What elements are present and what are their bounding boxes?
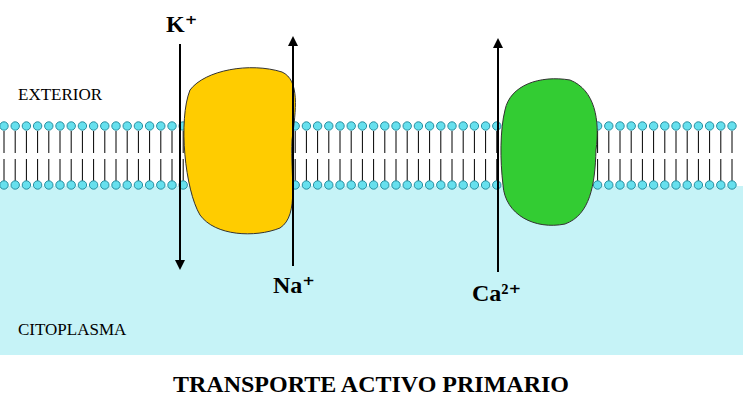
ion-label: K⁺ — [166, 12, 197, 36]
ion-label: Ca²⁺ — [472, 281, 521, 305]
sodium-arrow — [292, 38, 294, 266]
cytoplasm-region — [0, 186, 743, 355]
lipid-tails — [4, 131, 732, 181]
region-label: EXTERIOR — [18, 86, 102, 103]
sodium-potassium-pump — [184, 68, 296, 234]
ion-label: Na⁺ — [273, 273, 315, 297]
calcium-pump — [501, 79, 597, 226]
figure-caption: TRANSPORTE ACTIVO PRIMARIO — [173, 372, 569, 396]
region-label: CITOPLASMA — [18, 321, 126, 338]
calcium-arrow — [497, 40, 499, 272]
lipid-heads — [0, 122, 736, 189]
potassium-arrow — [179, 44, 181, 268]
